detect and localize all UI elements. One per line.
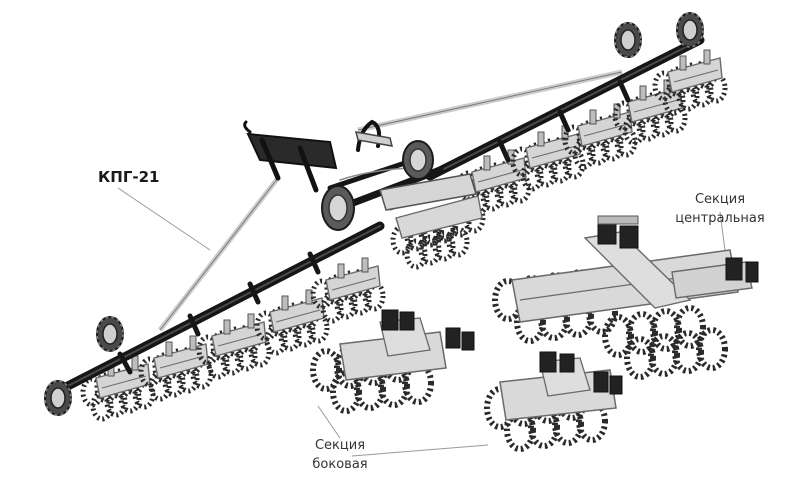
transport-wheels <box>321 140 434 231</box>
tire-icon <box>321 185 355 231</box>
tire-icon <box>96 316 124 352</box>
model-label: КПГ-21 <box>98 168 160 186</box>
tire-icon <box>44 380 72 416</box>
tire-icon <box>614 22 642 58</box>
central-section-label: Секция центральная <box>668 190 772 228</box>
central-section-label-line-1: Секция <box>694 192 746 207</box>
tie-rods <box>158 69 623 332</box>
central-section-label-line-2: центральная <box>675 211 765 226</box>
tire-icon <box>402 140 434 180</box>
tire-icon <box>676 12 704 48</box>
side-section-detail-2 <box>487 351 623 449</box>
right-wing-sections <box>459 50 725 213</box>
hitch-icon <box>243 119 477 211</box>
main-frame <box>55 35 705 395</box>
side-section-label-line-1: Секция <box>314 438 366 453</box>
side-leader-line-1 <box>317 405 341 439</box>
left-wing-sections <box>83 258 383 419</box>
side-section-label: Секция боковая <box>298 436 382 474</box>
side-section-label-line-2: боковая <box>312 457 368 472</box>
leader-lines <box>117 187 727 457</box>
model-leader-line <box>117 187 211 251</box>
central-section-detail <box>495 215 759 377</box>
side-section-detail-1 <box>313 309 475 411</box>
side-leader-line-2 <box>351 444 489 457</box>
